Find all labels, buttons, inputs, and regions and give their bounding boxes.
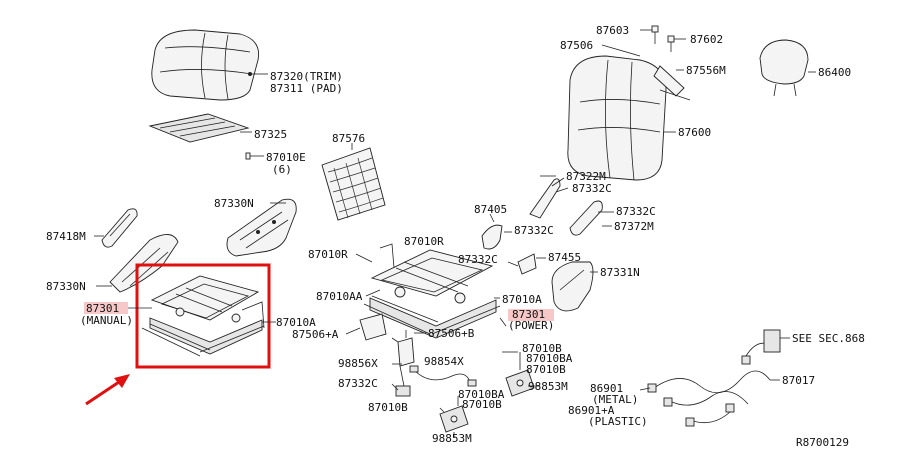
label-87017: 87017: [782, 374, 815, 387]
label-87330n-left: 87330N: [46, 280, 86, 293]
label-87331n: 87331N: [600, 266, 640, 279]
cushion-pad-plate-illustration: [148, 113, 252, 143]
label-87405: 87405: [474, 203, 507, 216]
label-87506b: 87506+B: [428, 327, 475, 340]
label-87010b-2: 87010B: [526, 363, 566, 376]
recline-knob-illustration: [569, 200, 614, 236]
motor-unit-right-illustration: [505, 352, 540, 397]
leader-87506: [601, 44, 641, 57]
power-bracket-illustration: [395, 330, 426, 397]
label-87010b-3: 87010B: [368, 401, 408, 414]
label-87301-manual: 87301: [86, 302, 119, 315]
side-finisher-top-illustration: [226, 198, 297, 257]
label-87332c-bottom: 87332C: [338, 377, 378, 390]
label-87506: 87506: [560, 39, 593, 52]
label-87602: 87602: [690, 33, 723, 46]
power-seat-frame-illustration: [355, 243, 501, 339]
clip-87455-illustration: [507, 253, 546, 275]
wiring-harness-illustration: [639, 329, 790, 427]
spring-mat-illustration: [321, 143, 386, 221]
label-87576: 87576: [332, 132, 365, 145]
seatback-illustration: [567, 55, 676, 181]
label-86901: 86901: [590, 382, 623, 395]
label-87010a-mid: 87010A: [502, 293, 542, 306]
label-87320-trim: 87320(TRIM): [270, 70, 343, 83]
label-87332c-4: 87332C: [458, 253, 498, 266]
clip-87602-illustration: [667, 35, 686, 52]
headrest-illustration: [759, 39, 816, 97]
label-87301-power: 87301: [512, 308, 545, 321]
label-86901a-plastic: (PLASTIC): [588, 415, 648, 428]
label-86901-metal: (METAL): [592, 393, 638, 406]
label-87010ba-1: 87010BA: [526, 352, 573, 365]
label-87010b-1: 87010B: [522, 342, 562, 355]
label-87506a: 87506+A: [292, 328, 339, 341]
label-87322m: 87322M: [566, 170, 606, 183]
label-98854x: 98854X: [424, 355, 464, 368]
label-87372m: 87372M: [614, 220, 654, 233]
label-98856x: 98856X: [338, 357, 378, 370]
diagram-reference-id: R8700129: [796, 436, 849, 449]
label-87455: 87455: [548, 251, 581, 264]
side-finisher-right-illustration: [551, 261, 598, 312]
bracket-87506a-illustration: [345, 313, 387, 341]
pointer-arrow: [85, 374, 130, 406]
label-87418m: 87418M: [46, 230, 86, 243]
label-87332c-1: 87332C: [572, 182, 612, 195]
label-87332c-2: 87332C: [616, 205, 656, 218]
label-98853m-bottom: 98853M: [432, 432, 472, 445]
label-87330n-top: 87330N: [214, 197, 254, 210]
label-87603: 87603: [596, 24, 629, 37]
label-98853m-right: 98853M: [528, 380, 568, 393]
label-87311-pad: 87311 (PAD): [270, 82, 343, 95]
manual-part-highlight: [84, 302, 128, 314]
label-87332c-3: 87332C: [514, 224, 554, 237]
label-87600: 87600: [678, 126, 711, 139]
label-87301-power-note: (POWER): [508, 319, 554, 332]
manual-seat-frame-illustration: [128, 275, 276, 357]
label-87010r-top: 87010R: [404, 235, 444, 248]
label-87010e-qty: (6): [272, 163, 292, 176]
label-86901a: 86901+A: [568, 404, 615, 417]
lever-87405-illustration: [481, 213, 512, 250]
label-see-sec-868: SEE SEC.868: [792, 332, 865, 345]
label-87010ba-2: 87010BA: [458, 388, 505, 401]
label-87325: 87325: [254, 128, 287, 141]
label-86400: 86400: [818, 66, 851, 79]
screw-87603-illustration: [640, 25, 659, 44]
cushion-trim-illustration: [151, 29, 268, 101]
label-87010e: 87010E: [266, 151, 306, 164]
motor-unit-bottom-illustration: [439, 396, 469, 438]
label-87010a-left: 87010A: [276, 316, 316, 329]
label-87010r-left: 87010R: [308, 248, 348, 261]
recliner-handle-illustration: [94, 208, 138, 248]
label-87556m: 87556M: [686, 64, 726, 77]
harness-98854x-illustration: [409, 365, 477, 387]
manual-frame-callout-box: [135, 263, 271, 369]
clip-87010e: [245, 152, 251, 160]
label-87010aa: 87010AA: [316, 290, 363, 303]
stay-guide-illustration: [653, 65, 691, 101]
power-part-highlight: [508, 309, 554, 321]
label-87301-manual-note: (MANUAL): [80, 314, 133, 327]
label-87010b-4: 87010B: [462, 398, 502, 411]
seatback-side-trim-illustration: [529, 177, 569, 219]
leader-lines: [391, 175, 556, 413]
